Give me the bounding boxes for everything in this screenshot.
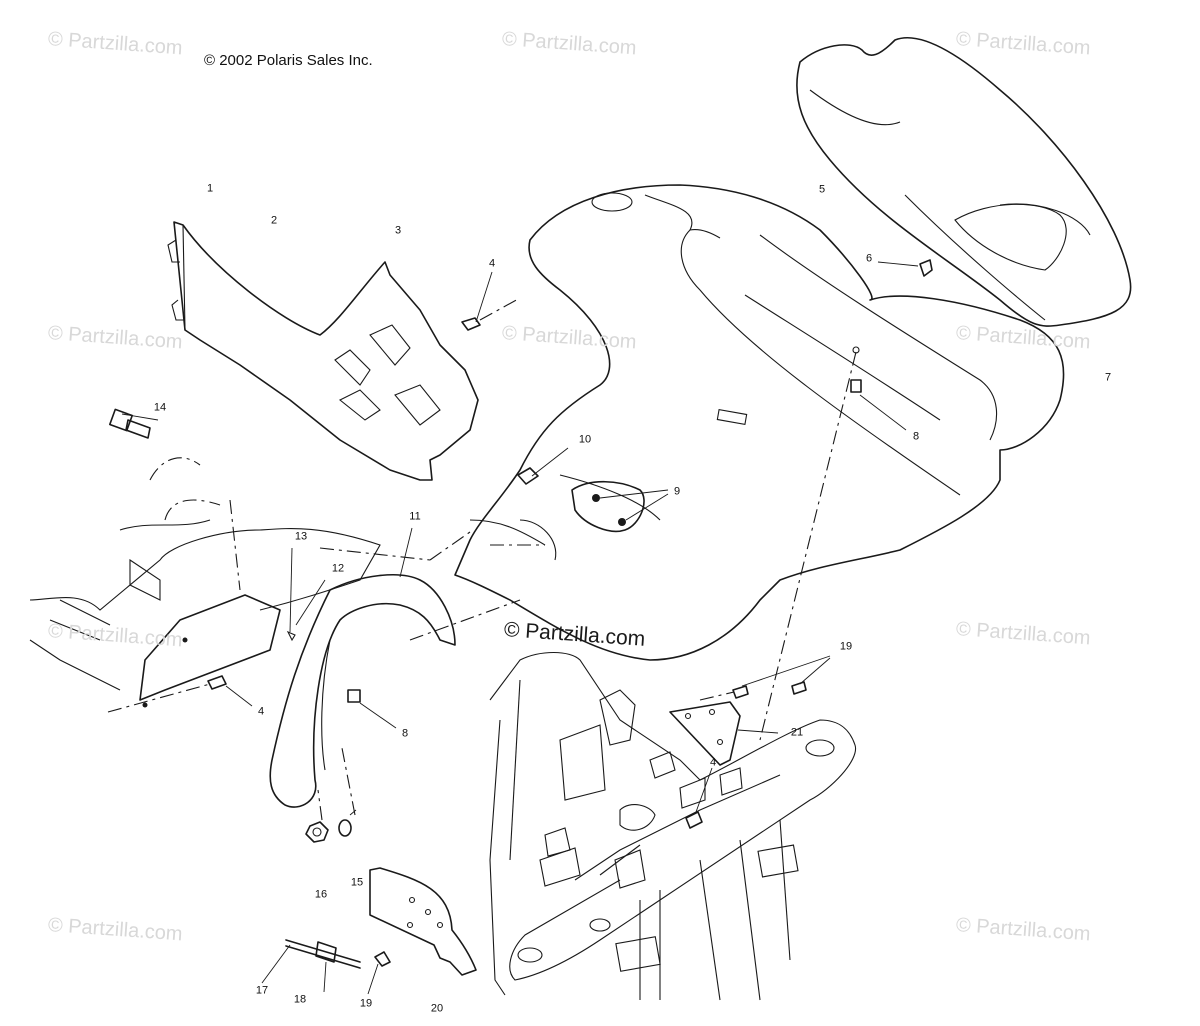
- callout-14[interactable]: 14: [153, 401, 167, 414]
- clip-part-6[interactable]: [877, 259, 933, 277]
- frame-assembly: [489, 519, 856, 1001]
- callout-9[interactable]: 9: [673, 485, 681, 498]
- callout-16[interactable]: 16: [314, 888, 328, 901]
- bolt-part-14[interactable]: [109, 408, 159, 439]
- screw-part-4-upper[interactable]: [461, 271, 521, 331]
- screw-part-4-center[interactable]: [685, 767, 713, 829]
- seat-part-5[interactable]: [796, 37, 1132, 327]
- callout-8[interactable]: 8: [912, 430, 920, 443]
- callout-21[interactable]: 21: [790, 726, 804, 739]
- callout-6[interactable]: 6: [865, 252, 873, 265]
- callout-18[interactable]: 18: [293, 993, 307, 1006]
- callout-8[interactable]: 8: [401, 727, 409, 740]
- callout-15[interactable]: 15: [350, 876, 364, 889]
- callout-10[interactable]: 10: [578, 433, 592, 446]
- tie-strap-part-17[interactable]: [261, 939, 361, 984]
- clip-nut-part-8-lower[interactable]: [347, 689, 397, 729]
- clip-nut-part-8-upper[interactable]: [850, 346, 907, 431]
- callout-3[interactable]: 3: [394, 224, 402, 237]
- fastener-part-12[interactable]: [295, 579, 326, 626]
- bracket-part-21[interactable]: [669, 701, 779, 766]
- callout-13[interactable]: 13: [294, 530, 308, 543]
- screw-part-19-bottom[interactable]: [367, 951, 391, 995]
- washer-part-15[interactable]: [338, 809, 357, 837]
- screw-part-4-lower-left[interactable]: [107, 675, 253, 713]
- callout-12[interactable]: 12: [331, 562, 345, 575]
- callout-19[interactable]: 19: [359, 997, 373, 1010]
- guard-plate-part-20[interactable]: [369, 867, 477, 976]
- clip-part-18[interactable]: [315, 941, 337, 993]
- fender-flare-part-11[interactable]: [269, 527, 456, 808]
- callout-11[interactable]: 11: [409, 510, 421, 523]
- callout-20[interactable]: 20: [430, 1002, 444, 1015]
- callout-19[interactable]: 19: [839, 640, 853, 653]
- callout-4[interactable]: 4: [709, 756, 717, 769]
- callout-1[interactable]: 1: [206, 182, 214, 195]
- callout-4[interactable]: 4: [488, 257, 496, 270]
- rear-fender-part-7[interactable]: [454, 184, 1065, 661]
- mount-plate-part-9[interactable]: [571, 480, 669, 532]
- bracket-part-13[interactable]: [139, 547, 296, 708]
- screws-part-19-right[interactable]: [699, 655, 831, 701]
- callout-4[interactable]: 4: [257, 705, 265, 718]
- nut-part-16[interactable]: [305, 821, 329, 843]
- side-panel-part-2[interactable]: [167, 221, 479, 481]
- assembly-lines: [317, 351, 857, 821]
- callout-17[interactable]: 17: [255, 984, 269, 997]
- callout-2[interactable]: 2: [270, 214, 278, 227]
- fastener-part-10[interactable]: [517, 447, 569, 485]
- callout-5[interactable]: 5: [818, 183, 826, 196]
- copyright-notice: © 2002 Polaris Sales Inc.: [204, 52, 373, 69]
- callout-7[interactable]: 7: [1104, 371, 1112, 384]
